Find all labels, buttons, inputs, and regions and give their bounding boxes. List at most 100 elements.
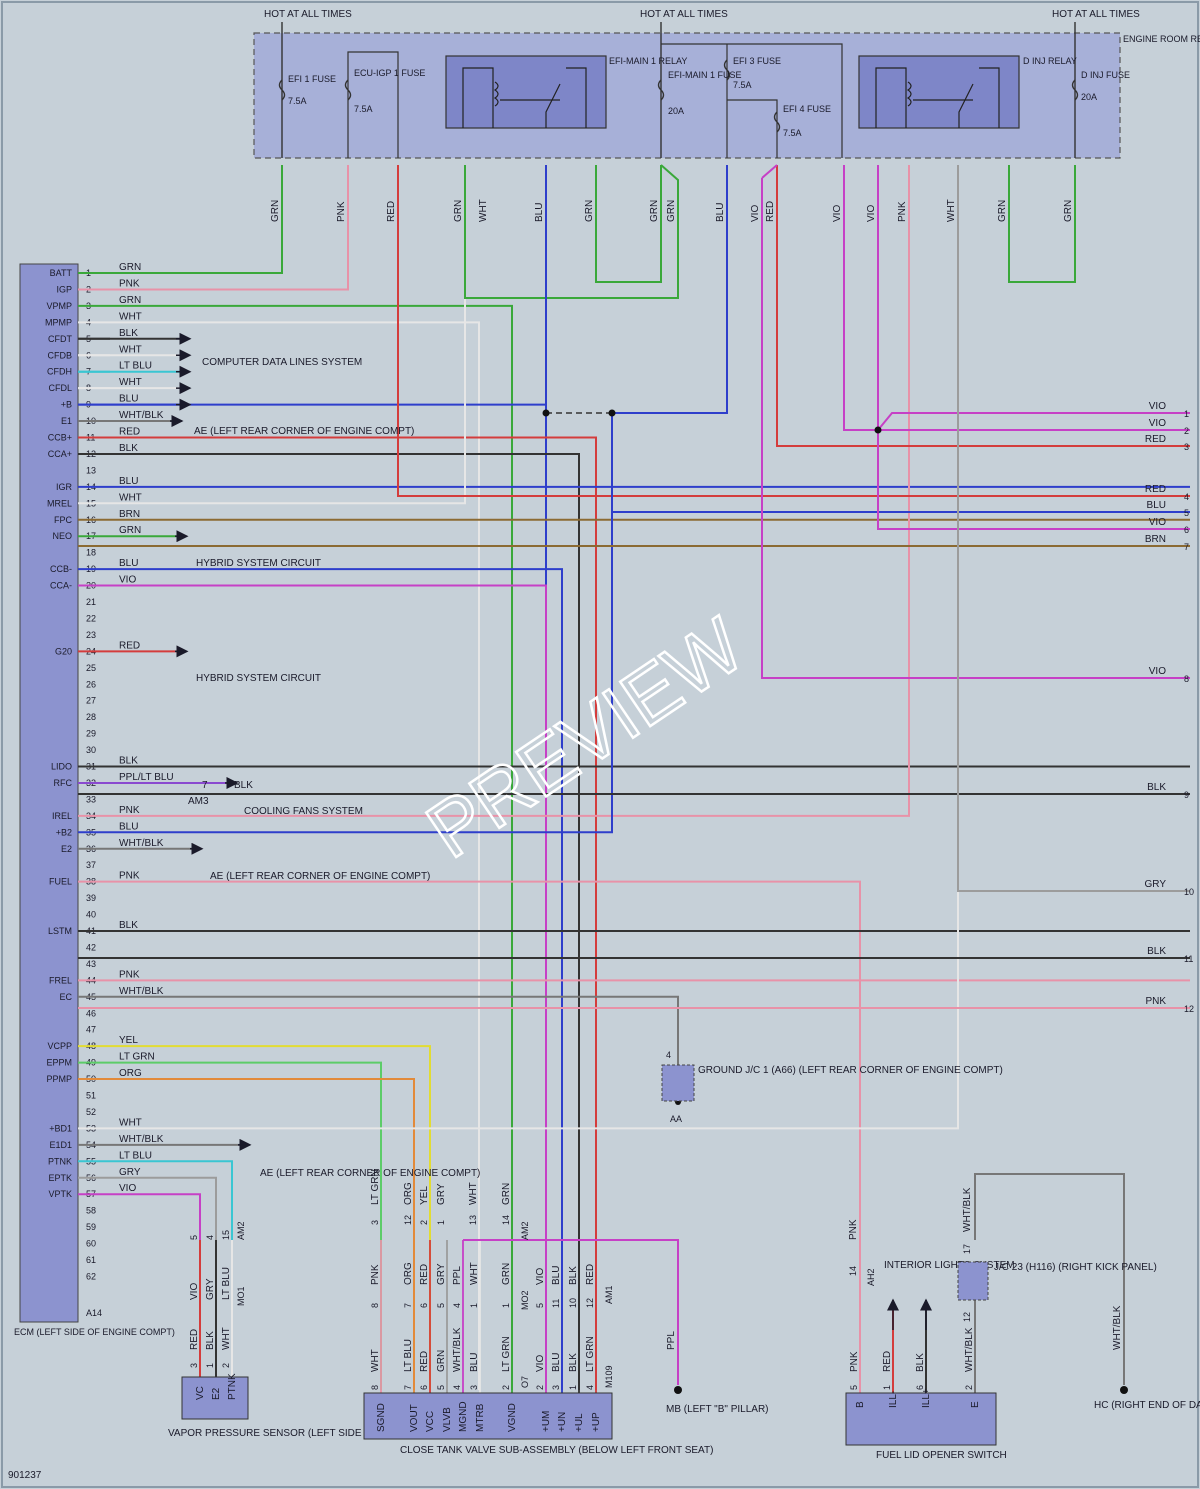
ecm-pin-signal: RFC (54, 778, 73, 788)
valve-terminal: +UN (557, 1412, 568, 1432)
ground-mb-label: MB (LEFT "B" PILLAR) (666, 1404, 769, 1415)
ecm-pin-wire-color: BLK (119, 920, 138, 931)
jc23-label: J/C 23 (H116) (RIGHT KICK PANEL) (994, 1262, 1157, 1273)
valve-connector: M109 (604, 1365, 614, 1388)
ecm-pin-signal: NEO (52, 531, 72, 541)
ecm-pin-wire-color: WHT (119, 492, 142, 503)
ecm-pin-signal: CCB- (50, 564, 72, 574)
note-hybrid-1: HYBRID SYSTEM CIRCUIT (196, 558, 321, 569)
ecm-pin-signal: FPC (54, 515, 73, 525)
ecm-pin-wire-color: WHT (119, 377, 142, 388)
wire-pin-2 (78, 165, 349, 291)
ecm-pin-wire-color: BLK (119, 328, 138, 339)
fuse-efi4-name: EFI 4 FUSE (783, 104, 831, 114)
right-exit-number: 6 (1184, 525, 1189, 535)
valve-connector: AM1 (604, 1285, 614, 1304)
valve-wire-color: VIO (535, 1355, 546, 1372)
ecm-pin-signal: FUEL (49, 877, 72, 887)
vapor-connector-b: MO1 (236, 1286, 246, 1306)
top-wire-color-label: GRN (270, 200, 281, 222)
top-wire-color-label: GRN (1063, 200, 1074, 222)
ground-jc1-label: GROUND J/C 1 (A66) (LEFT REAR CORNER OF … (698, 1065, 1003, 1076)
valve-mid-pin: 5 (535, 1303, 545, 1308)
valve-mid-color: GRY (436, 1263, 447, 1285)
valve-pin: 2 (501, 1385, 511, 1390)
vapor-terminal: PTNK (227, 1373, 238, 1400)
top-wire-color-label: GRN (584, 200, 595, 222)
top-wire-color-label: GRN (453, 200, 464, 222)
ecm-pin-wire-color: GRN (119, 262, 141, 273)
jc23-pin-top: 17 (962, 1244, 972, 1254)
wire-pin-57 (78, 1193, 201, 1240)
wire-pin-56 (78, 1176, 217, 1240)
ecm-pin-wire-color: ORG (119, 1068, 142, 1079)
top-wire-color-label: VIO (832, 205, 843, 222)
wire-pin-45 (78, 995, 679, 1062)
valve-connector: MO2 (520, 1290, 530, 1310)
valve-pin: 8 (370, 1385, 380, 1390)
right-exit-wire-1 (843, 165, 1190, 431)
ecm-pin-number: 60 (86, 1239, 96, 1249)
ecm-pin-signal: CCB+ (48, 433, 72, 443)
ecm-pin-signal: CCA- (50, 581, 72, 591)
ecm-pin-signal: LIDO (51, 762, 72, 772)
wire-hc (974, 1173, 1125, 1385)
ecm-pin-wire-color: PPL/LT BLU (119, 772, 174, 783)
ecm-pin-wire-color: BLU (119, 476, 138, 487)
valve-terminal: VLVB (442, 1407, 453, 1432)
ecm-pin-signal: CCA+ (48, 449, 72, 459)
hot-at-all-times-1: HOT AT ALL TIMES (264, 9, 352, 20)
valve-mid-color: WHT (469, 1262, 480, 1285)
wire-pin-19 (78, 568, 563, 1390)
fuse-d-inj-name: D INJ FUSE (1081, 70, 1130, 80)
relay-d-inj-name: D INJ RELAY (1023, 56, 1077, 66)
wire-pin-48 (78, 1045, 431, 1390)
valve-wire-color: BLU (551, 1353, 562, 1372)
valve-wire-color: RED (419, 1351, 430, 1372)
lid-pin: 5 (849, 1385, 859, 1390)
valve-upper-color: WHT (468, 1182, 479, 1205)
ecm-pin-signal: E2 (61, 844, 72, 854)
wire-pin-53 (78, 165, 959, 1130)
vapor-ecm-color: LT BLU (221, 1267, 232, 1300)
right-exit-wire-4 (397, 165, 1190, 497)
ecm-pin-wire-color: WHT/BLK (119, 838, 164, 849)
valve-mid-pin: 1 (501, 1303, 511, 1308)
ecm-pin-wire-color: BLK (119, 756, 138, 767)
splice-dot (608, 409, 616, 417)
ecm-pin-number: 58 (86, 1206, 96, 1216)
vapor-pin-bottom: 3 (189, 1363, 199, 1368)
right-exit-color: PNK (1145, 996, 1166, 1007)
ecm-pin-wire-color: BLU (119, 558, 138, 569)
right-exit-number: 7 (1184, 542, 1189, 552)
valve-pin: 3 (551, 1385, 561, 1390)
ecm-pin-number: 39 (86, 893, 96, 903)
valve-upper-color: LT GRN (370, 1169, 381, 1205)
valve-upper-pin: 1 (436, 1220, 446, 1225)
fuse-efi-main-rating: 20A (668, 106, 684, 116)
ecm-pin-signal: E1D1 (49, 1140, 72, 1150)
vapor-wire-color: RED (189, 1329, 200, 1350)
mb-wire-color: PPL (666, 1331, 677, 1350)
relay-block: HOT AT ALL TIMES HOT AT ALL TIMES HOT AT… (253, 9, 1200, 159)
ecm-pin-signal: IGP (56, 284, 72, 294)
ecm-pin-wire-color: VIO (119, 575, 136, 586)
ecm-pin-number: 27 (86, 696, 96, 706)
ecm-pin-signal: VPTK (48, 1189, 72, 1199)
vapor-sensor-label: VAPOR PRESSURE SENSOR (LEFT SIDE OF FUEL… (168, 1428, 438, 1439)
ecm-pin-signal: +BD1 (49, 1123, 72, 1133)
fuse-efi3-name: EFI 3 FUSE (733, 56, 781, 66)
lid-terminal: ILL+ (921, 1388, 932, 1408)
lid-terminal: B (855, 1401, 866, 1408)
ecm-pin-signal: IREL (52, 811, 72, 821)
valve-mid-color: PNK (370, 1264, 381, 1285)
hot-at-all-times-2: HOT AT ALL TIMES (640, 9, 728, 20)
lid-terminal: ILL- (888, 1391, 899, 1408)
valve-upper-pin: 3 (370, 1220, 380, 1225)
vapor-sensor-box (181, 1376, 249, 1420)
ecm-pin-signal: PPMP (46, 1074, 72, 1084)
valve-wire-color: BLU (469, 1353, 480, 1372)
right-exit-number: 11 (1184, 954, 1193, 964)
vapor-ecm-pin: 15 (221, 1230, 231, 1240)
